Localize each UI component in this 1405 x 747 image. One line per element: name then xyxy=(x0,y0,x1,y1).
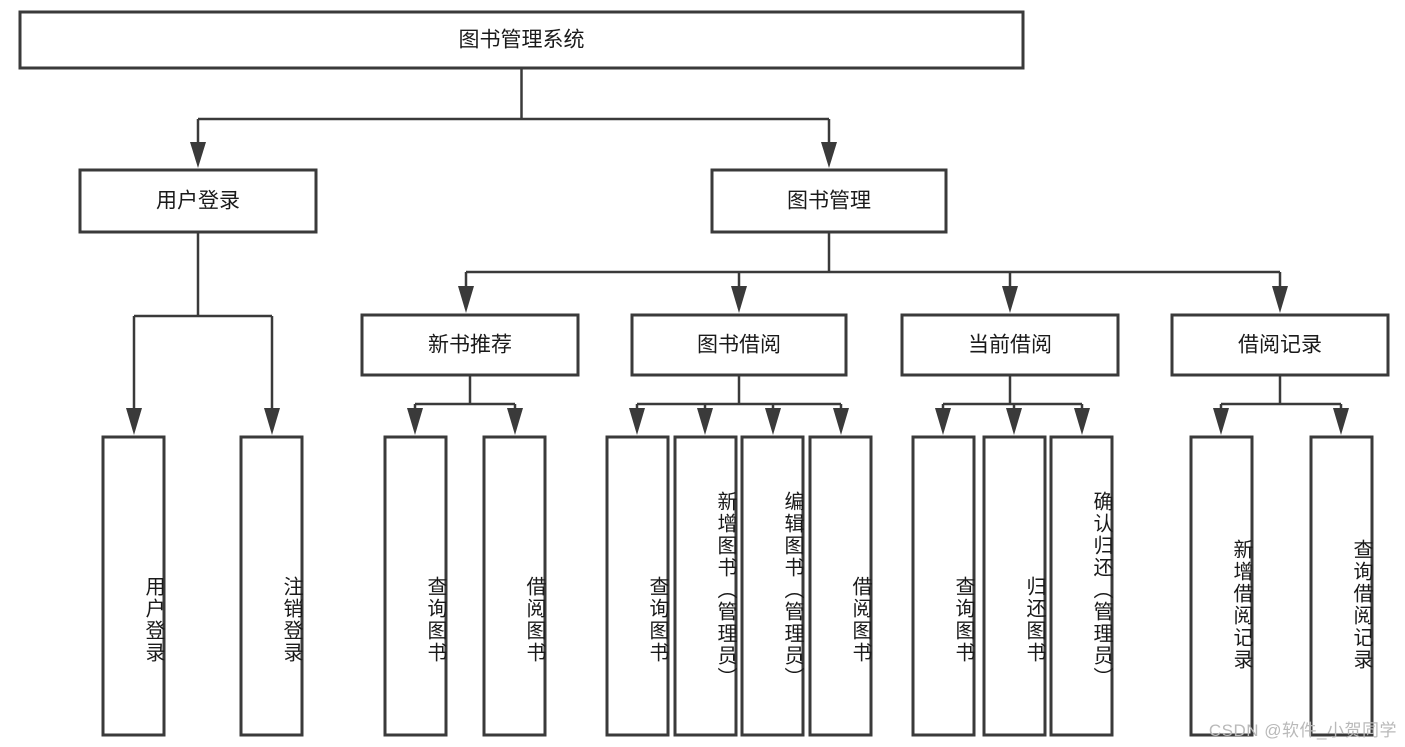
leaf-box-user-login[interactable] xyxy=(101,435,166,737)
node-current-borrow[interactable]: 当前借阅 xyxy=(900,313,1120,377)
arrow-head-leaf-add-borrow-record xyxy=(1213,408,1229,435)
connector-group-root-to-level2 xyxy=(190,68,837,168)
arrow-head-leaf-user-login xyxy=(126,408,142,435)
arrow-head-borrow-record xyxy=(1272,286,1288,313)
node-user-login[interactable]: 用户登录 xyxy=(78,168,318,234)
leaf-box-return-book[interactable] xyxy=(982,435,1047,737)
leaf-box-query-book-borrow[interactable] xyxy=(605,435,670,737)
node-new-book-rec-label: 新书推荐 xyxy=(428,334,512,357)
arrow-head-leaf-query-book-borrow xyxy=(629,408,645,435)
node-user-login-box[interactable] xyxy=(78,168,318,234)
leaf-box-add-book[interactable] xyxy=(673,435,738,737)
node-user-login-label: 用户登录 xyxy=(156,190,240,213)
node-book-borrow-box[interactable] xyxy=(630,313,848,377)
leaf-box-query-book-cur[interactable] xyxy=(911,435,976,737)
node-book-borrow-label: 图书借阅 xyxy=(697,334,781,357)
connector-group-new-book-rec-to-leaves xyxy=(407,375,523,435)
connector-group-current-borrow-to-leaves xyxy=(935,375,1090,435)
node-root-label: 图书管理系统 xyxy=(459,29,585,52)
arrow-head-book-borrow xyxy=(731,286,747,313)
csdn-watermark: CSDN @软件_小贺同学 xyxy=(1208,721,1397,740)
arrow-head-leaf-borrow-book xyxy=(833,408,849,435)
arrow-head-book-manage xyxy=(821,142,837,168)
node-book-manage-label: 图书管理 xyxy=(787,190,871,213)
node-current-borrow-label: 当前借阅 xyxy=(968,334,1052,357)
connector-group-book-borrow-to-leaves xyxy=(629,375,849,435)
node-new-book-rec[interactable]: 新书推荐 xyxy=(360,313,580,377)
node-current-borrow-box[interactable] xyxy=(900,313,1120,377)
arrow-head-leaf-edit-book xyxy=(765,408,781,435)
connector-group-user-login-to-leaves xyxy=(126,232,280,435)
node-new-book-rec-box[interactable] xyxy=(360,313,580,377)
arrow-head-leaf-query-borrow-record xyxy=(1333,408,1349,435)
node-borrow-record-box[interactable] xyxy=(1170,313,1390,377)
connector-group-borrow-record-to-leaves xyxy=(1213,375,1349,435)
arrow-head-current-borrow xyxy=(1002,286,1018,313)
leaf-box-query-book-rec[interactable] xyxy=(383,435,448,737)
arrow-head-leaf-query-book-rec xyxy=(407,408,423,435)
leaf-box-query-borrow-record[interactable] xyxy=(1309,435,1374,737)
node-root-box[interactable] xyxy=(18,10,1025,70)
arrow-head-user-login xyxy=(190,142,206,168)
leaf-box-add-borrow-record[interactable] xyxy=(1189,435,1254,737)
arrow-head-new-book-rec xyxy=(458,286,474,313)
leaf-box-user-logout[interactable] xyxy=(239,435,304,737)
arrow-head-leaf-query-book-cur xyxy=(935,408,951,435)
arrow-head-leaf-confirm-return xyxy=(1074,408,1090,435)
arrow-head-leaf-borrow-book-rec xyxy=(507,408,523,435)
arrow-head-leaf-add-book xyxy=(697,408,713,435)
node-book-manage-box[interactable] xyxy=(710,168,948,234)
leaf-box-edit-book[interactable] xyxy=(740,435,805,737)
node-borrow-record-label: 借阅记录 xyxy=(1238,334,1322,357)
leaf-box-group xyxy=(101,435,1374,737)
leaf-box-borrow-book[interactable] xyxy=(808,435,873,737)
node-book-manage[interactable]: 图书管理 xyxy=(710,168,948,234)
arrow-head-leaf-return-book xyxy=(1006,408,1022,435)
node-book-borrow[interactable]: 图书借阅 xyxy=(630,313,848,377)
leaf-box-borrow-book-rec[interactable] xyxy=(482,435,547,737)
arrow-head-leaf-user-logout xyxy=(264,408,280,435)
node-root[interactable]: 图书管理系统 xyxy=(18,10,1025,70)
leaf-box-confirm-return[interactable] xyxy=(1049,435,1114,737)
node-borrow-record[interactable]: 借阅记录 xyxy=(1170,313,1390,377)
connector-group-book-manage-to-level3 xyxy=(458,232,1288,313)
